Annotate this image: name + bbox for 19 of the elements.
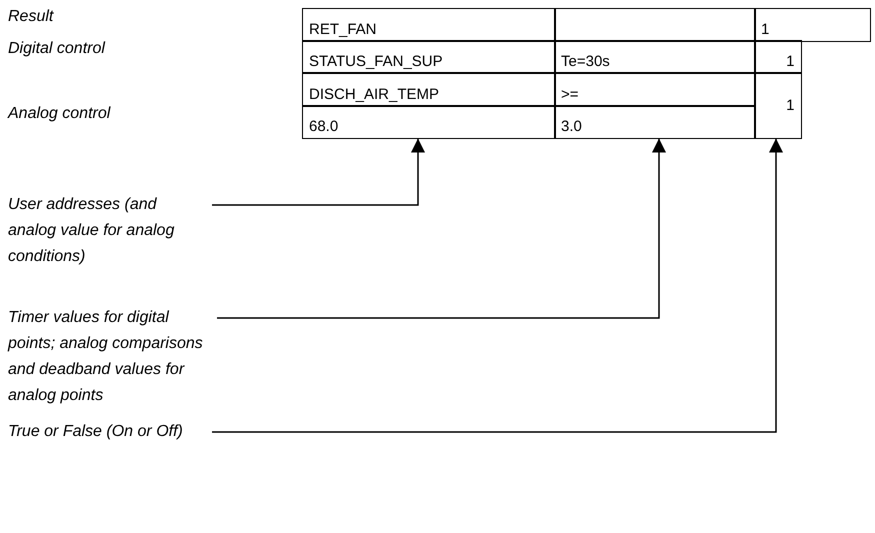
table-cell: Te=30s	[554, 40, 756, 74]
annotation-text: User addresses (and analog value for analog conditions)	[8, 192, 212, 270]
table-cell: STATUS_FAN_SUP	[302, 40, 556, 74]
table-cell: 1	[754, 40, 802, 74]
leader-line	[212, 138, 425, 206]
table-cell: 1	[754, 8, 870, 42]
table-cell: >=	[554, 72, 756, 106]
table-cell: 1	[754, 72, 802, 138]
table-cell: RET_FAN	[302, 8, 556, 42]
annotation-text: True or False (On or Off)	[8, 419, 212, 445]
row-label: Digital control	[8, 40, 105, 58]
row-label: Result	[8, 8, 54, 26]
table-cell: 3.0	[554, 105, 756, 138]
leader-line	[217, 138, 666, 319]
table-cell: DISCH_AIR_TEMP	[302, 72, 556, 106]
annotation-text: Timer values for digital points; analog comparisons and deadband values for analog points	[8, 305, 217, 409]
leader-line	[212, 138, 783, 433]
row-label: Analog control	[8, 105, 110, 123]
table-cell: 68.0	[302, 105, 556, 138]
